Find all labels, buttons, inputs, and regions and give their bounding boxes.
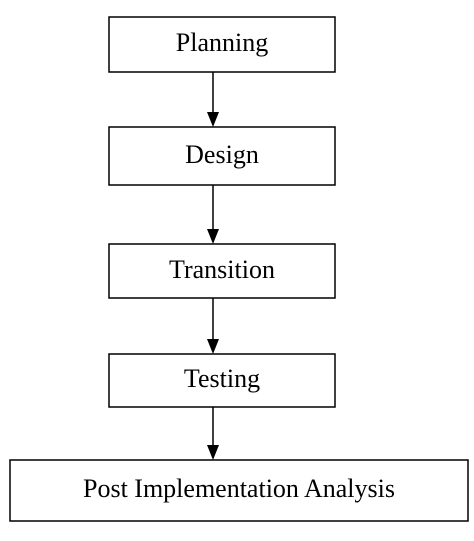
- step-box-transition: Transition: [108, 243, 336, 299]
- step-box-post-implementation-analysis: Post Implementation Analysis: [9, 459, 469, 522]
- arrow-design-to-transition: [207, 185, 219, 244]
- step-box-testing: Testing: [108, 353, 336, 408]
- step-label-planning: Planning: [176, 28, 268, 57]
- step-label-design: Design: [185, 140, 259, 169]
- arrow-planning-to-design: [207, 72, 219, 127]
- arrow-testing-to-post-implementation-analysis: [207, 407, 219, 460]
- arrow-transition-to-testing: [207, 298, 219, 354]
- step-box-planning: Planning: [108, 16, 336, 73]
- step-label-testing: Testing: [184, 364, 260, 393]
- step-label-transition: Transition: [169, 255, 275, 284]
- step-box-design: Design: [108, 126, 336, 186]
- step-label-post-implementation-analysis: Post Implementation Analysis: [83, 474, 395, 503]
